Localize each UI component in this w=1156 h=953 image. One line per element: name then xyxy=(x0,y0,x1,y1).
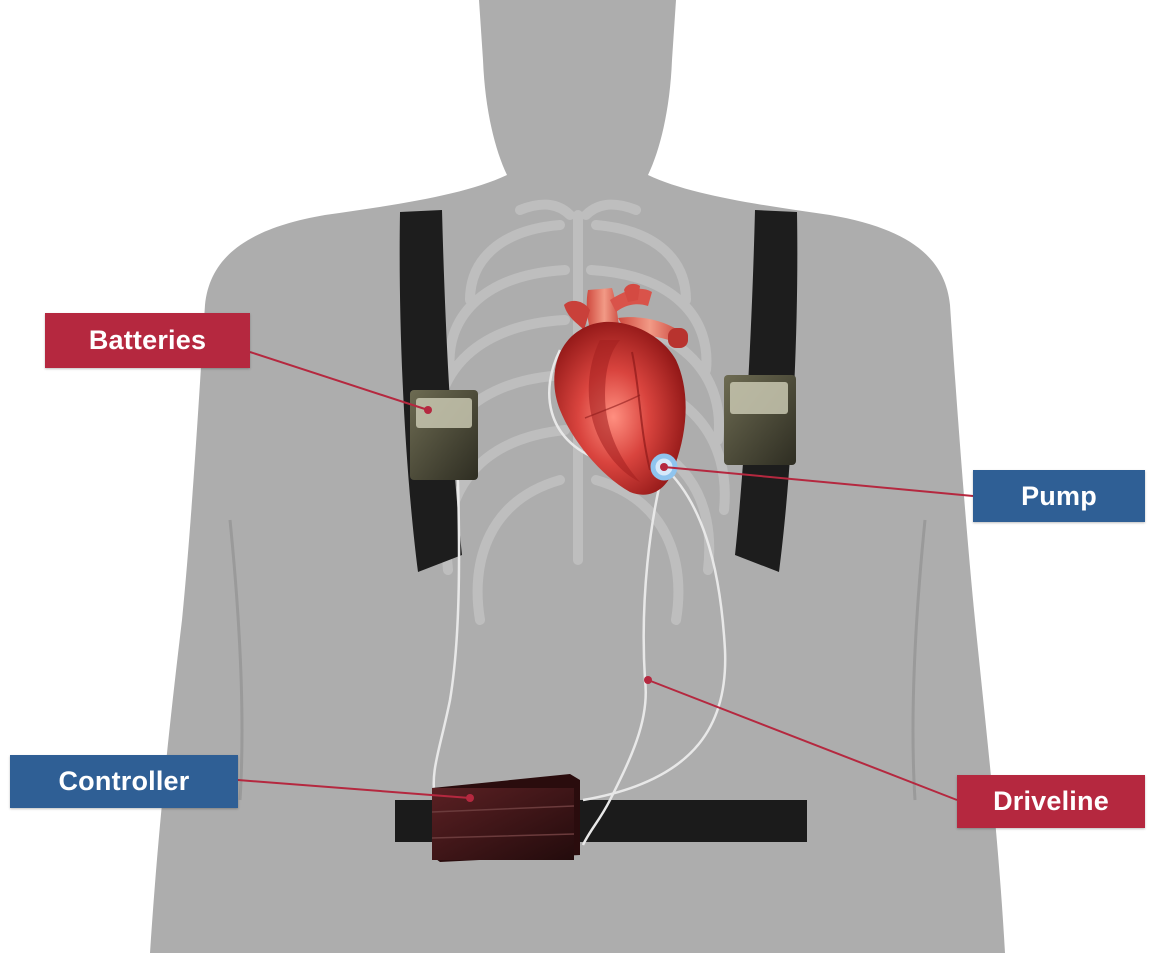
label-controller: Controller xyxy=(10,755,238,808)
leader-dot-batteries xyxy=(424,406,432,414)
leader-dot-driveline xyxy=(644,676,652,684)
battery-right xyxy=(724,375,796,465)
label-pump: Pump xyxy=(973,470,1145,522)
controller-device xyxy=(432,774,580,862)
battery-left xyxy=(410,390,478,480)
label-batteries: Batteries xyxy=(45,313,250,368)
leader-dot-pump xyxy=(660,463,668,471)
label-driveline: Driveline xyxy=(957,775,1145,828)
leader-dot-controller xyxy=(466,794,474,802)
